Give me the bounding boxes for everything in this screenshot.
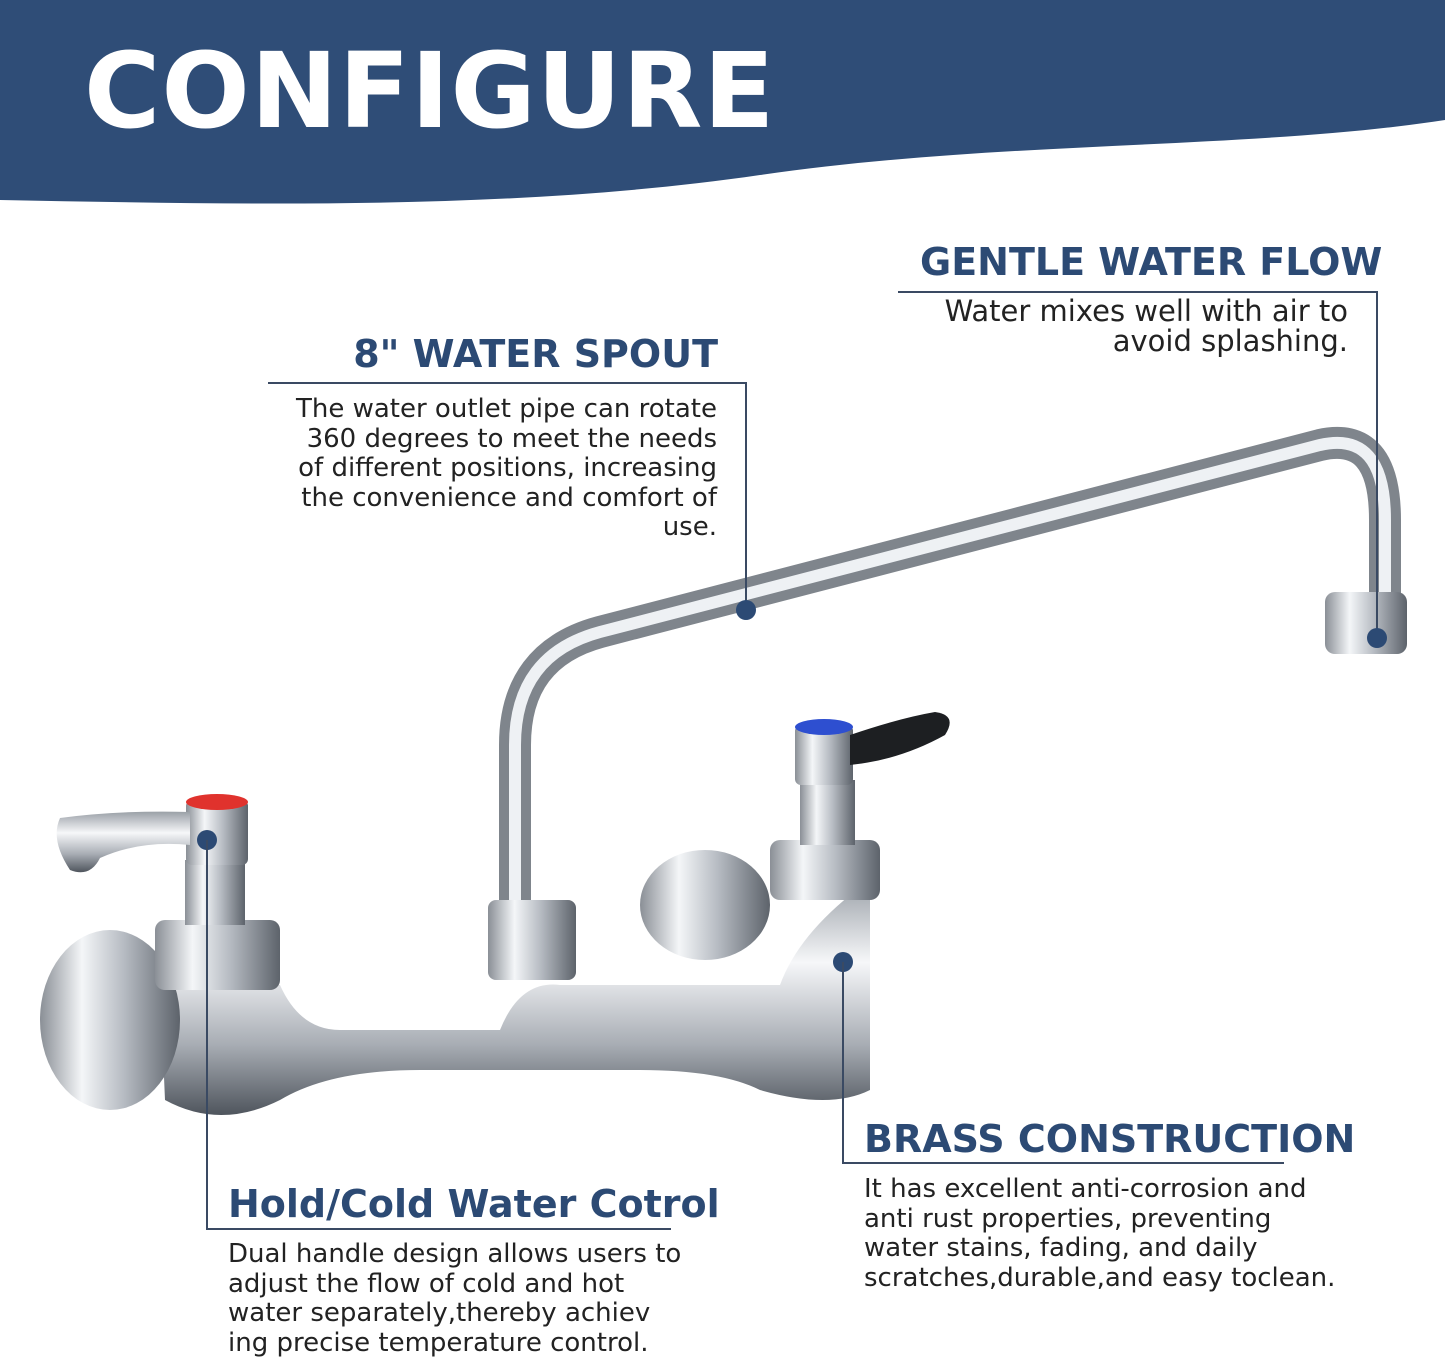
brass-description: It has excellent anti-corrosion and anti… <box>864 1174 1364 1293</box>
text-line: adjust the flow of cold and hot <box>228 1268 625 1299</box>
text-line: anti rust properties, preventing <box>864 1203 1272 1234</box>
brass-leader-line-vertical <box>842 962 844 1164</box>
control-title: Hold/Cold Water Cotrol <box>228 1182 720 1226</box>
text-line: water separately,thereby achiev <box>228 1298 651 1328</box>
text-line: 360 degrees to meet the needs <box>306 423 717 454</box>
text-line: of different positions, increasing <box>298 453 717 483</box>
text-line: scratches,durable,and easy toclean. <box>864 1262 1336 1293</box>
flow-title: GENTLE WATER FLOW <box>920 240 1383 284</box>
text-line: ing precise temperature control. <box>228 1327 649 1358</box>
text-line: water stains, fading, and daily <box>864 1233 1258 1263</box>
text-line: use. <box>662 512 717 542</box>
control-leader-line <box>206 1228 671 1230</box>
brass-title: BRASS CONSTRUCTION <box>864 1117 1356 1161</box>
spout-title: 8" WATER SPOUT <box>353 332 718 376</box>
flow-leader-line <box>898 291 1377 293</box>
spout-leader-line-vertical <box>745 382 747 610</box>
spout-description: The water outlet pipe can rotate 360 deg… <box>240 394 717 543</box>
control-leader-line-vertical <box>206 840 208 1229</box>
brass-leader-line <box>842 1162 1284 1164</box>
text-line: the convenience and comfort of <box>301 482 717 513</box>
spout-leader-line <box>268 382 747 384</box>
page-title: CONFIGURE <box>84 30 776 152</box>
text-line: Water mixes well with air to <box>944 294 1348 328</box>
text-line: The water outlet pipe can rotate <box>295 394 717 424</box>
text-line: Dual handle design allows users to <box>228 1239 682 1269</box>
header-banner <box>0 0 1445 204</box>
control-description: Dual handle design allows users to adjus… <box>228 1239 698 1358</box>
flow-leader-line-vertical <box>1376 291 1378 638</box>
flow-marker-dot <box>1367 628 1387 648</box>
text-line: avoid splashing. <box>1112 323 1348 358</box>
flow-description: Water mixes well with air to avoid splas… <box>800 294 1348 358</box>
spout-marker-dot <box>736 600 756 620</box>
text-line: It has excellent anti-corrosion and <box>864 1174 1307 1204</box>
